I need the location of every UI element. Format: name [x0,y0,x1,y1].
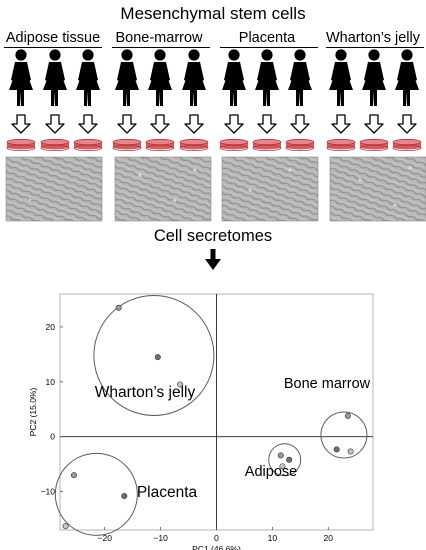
cell-micrographs [5,156,426,222]
group-bracket [326,47,424,48]
cluster-circle-wharton-s-jelly [93,294,215,416]
data-point-bone-marrow [333,446,340,453]
woman-icon [288,49,312,106]
down-arrow-icon [45,114,65,134]
down-arrow-icon [184,114,204,134]
petri-dish-icon [145,138,175,152]
petri-dish-icon [285,138,315,152]
x-tick-label: −20 [98,533,113,543]
down-arrow-icon [78,114,98,134]
down-arrow-icon [364,114,384,134]
donor-icons-whartons-jelly [329,49,419,106]
figure-title: Mesenchymal stem cells [120,4,306,23]
petri-dish-icon [179,138,209,152]
x-axis-label: PC1 (46.6%) [192,544,241,550]
y-tick-label: −10 [41,487,56,497]
down-arrow-icon [117,114,137,134]
data-point-placenta [121,492,128,499]
down-arrow-icon [11,114,31,134]
y-tick-label: 20 [46,322,56,332]
micrograph-bone-marrow [114,156,212,222]
source-label-adipose: Adipose tissue [5,30,101,46]
petri-dish-icon [112,138,142,152]
woman-icon [115,49,139,106]
group-bracket [112,47,210,48]
down-arrow-icon [397,114,417,134]
down-arrow-icon [257,114,277,134]
source-label-whartons-jelly: Wharton’s jelly [325,30,421,46]
down-arrows [11,114,417,134]
micrograph-whartons-jelly [329,156,426,222]
donor-icons-placenta [222,49,312,106]
petri-dish-icon [326,138,356,152]
woman-icon [9,49,33,106]
petri-dish-icon [6,138,36,152]
woman-icon [148,49,172,106]
woman-icon [395,49,419,106]
down-arrow-icon [150,114,170,134]
group-label-placenta: Placenta [137,484,198,501]
woman-icon [329,49,353,106]
data-point-wharton-s-jelly [115,304,122,311]
petri-dish-icon [219,138,249,152]
y-tick-label: 10 [46,377,56,387]
micrograph-placenta [221,156,319,222]
data-point-bone-marrow [344,412,351,419]
y-axis-label: PC2 (15.0%) [28,388,38,437]
y-tick-label: 0 [50,432,55,442]
group-label-bone-marrow: Bone marrow [284,376,371,392]
petri-dish-icon [252,138,282,152]
group-bracket [220,47,318,48]
secretome-label: Cell secretomes [153,227,273,245]
donor-icons-bone-marrow [115,49,206,106]
x-tick-label: 0 [214,533,219,543]
woman-icon [76,49,100,106]
cluster-circle-bone-marrow [320,411,368,459]
woman-icon [255,49,279,106]
petri-dish-icon [392,138,422,152]
x-tick-label: 20 [324,533,334,543]
data-point-adipose [279,463,286,470]
down-arrow-icon [290,114,310,134]
x-tick-label: −10 [153,533,168,543]
secretome-arrow-icon [205,249,221,270]
cluster-circle-adipose [268,443,302,477]
down-arrow-icon [331,114,351,134]
woman-icon [362,49,386,106]
woman-icon [222,49,246,106]
x-tick-label: 10 [268,533,278,543]
down-arrow-icon [224,114,244,134]
petri-dish-icon [359,138,389,152]
data-point-placenta [70,472,77,479]
woman-icon [43,49,67,106]
source-label-bone-marrow: Bone-marrow [115,30,203,46]
data-point-adipose [286,456,293,463]
group-label-wharton-s-jelly: Wharton’s jelly [95,384,196,401]
data-point-bone-marrow [347,448,354,455]
data-point-adipose [277,452,284,459]
donor-icons-adipose [9,49,100,106]
petri-dish-icon [40,138,70,152]
petri-dish-icon [73,138,103,152]
data-point-wharton-s-jelly [154,354,161,361]
micrograph-adipose [5,156,103,222]
petri-dishes [6,138,422,152]
group-label-adipose: Adipose [245,464,297,480]
data-point-placenta [62,523,69,530]
cluster-circle-placenta [54,452,138,536]
data-point-wharton-s-jelly [177,381,184,388]
group-bracket [4,47,102,48]
source-label-placenta: Placenta [238,30,296,46]
woman-icon [182,49,206,106]
